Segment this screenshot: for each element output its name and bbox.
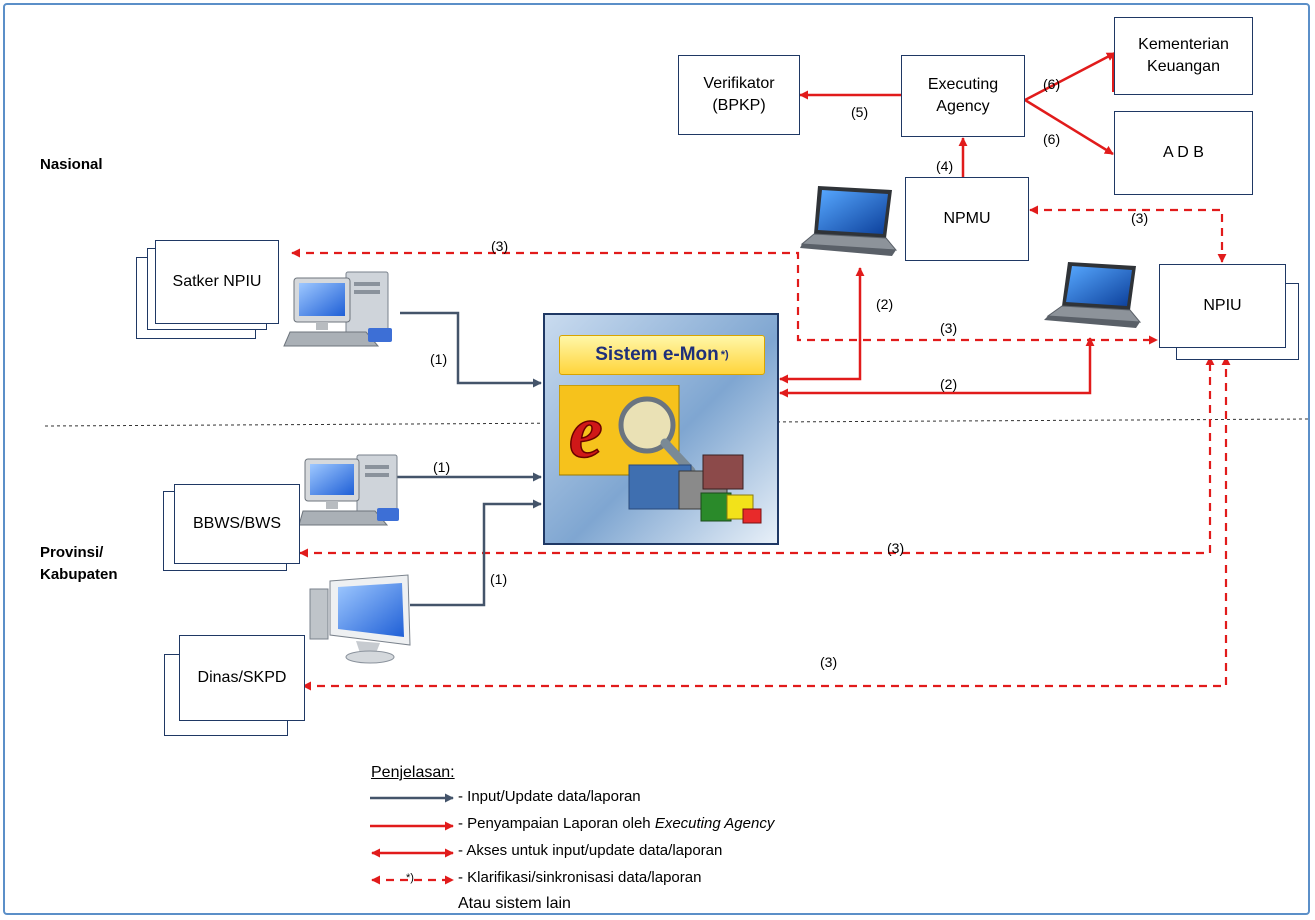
edge-label-3-dinas: (3) bbox=[820, 654, 838, 670]
arrow-npmu-npiu bbox=[1029, 205, 1227, 263]
legend-title: Penjelasan: bbox=[371, 764, 455, 781]
node-kementerian-keuangan: Kementerian Keuangan bbox=[1114, 17, 1253, 95]
region-label-national: Nasional bbox=[40, 156, 103, 173]
arrow-satker-input bbox=[400, 311, 542, 388]
arrow-emon-laptop1 bbox=[779, 267, 865, 384]
arrow-ea-to-adb bbox=[1024, 98, 1114, 156]
legend-item-report-text: - Penyampaian Laporan oleh bbox=[458, 815, 655, 832]
emon-system-panel: Sistem e-Mon*) e bbox=[543, 313, 779, 545]
edge-label-3-npiu: (3) bbox=[940, 320, 958, 336]
edge-label-1-satker: (1) bbox=[430, 351, 448, 367]
node-adb: A D B bbox=[1114, 111, 1253, 195]
edge-label-5: (5) bbox=[851, 104, 869, 120]
svg-text:e: e bbox=[569, 390, 603, 474]
arrow-emon-laptop2 bbox=[779, 337, 1095, 398]
node-npiu: NPIU bbox=[1159, 264, 1286, 348]
node-satker-npiu: Satker NPIU bbox=[155, 240, 279, 324]
diagram-frame bbox=[3, 3, 1310, 915]
legend-swatches bbox=[370, 793, 454, 885]
legend-item-sync: - Klarifikasi/sinkronisasi data/laporan bbox=[458, 869, 702, 886]
edge-label-2a: (2) bbox=[876, 296, 894, 312]
node-executing-agency: Executing Agency bbox=[901, 55, 1025, 137]
edge-label-1-dinas: (1) bbox=[490, 571, 508, 587]
edge-label-4: (4) bbox=[936, 158, 954, 174]
node-bbws: BBWS/BWS bbox=[174, 484, 300, 564]
edge-label-6b: (6) bbox=[1043, 131, 1061, 147]
edge-label-3-npmu: (3) bbox=[1131, 210, 1149, 226]
region-label-provincial: Provinsi/ Kabupaten bbox=[40, 544, 118, 583]
legend-item-report-italic: Executing Agency bbox=[654, 815, 775, 832]
legend-item-access: - Akses untuk input/update data/laporan bbox=[458, 842, 723, 859]
monitor-icon bbox=[309, 574, 411, 664]
e-magnifier-logo-icon: e bbox=[559, 385, 762, 524]
edge-label-1-bbws: (1) bbox=[433, 459, 451, 475]
node-verifikator: Verifikator (BPKP) bbox=[678, 55, 800, 135]
edge-label-2b: (2) bbox=[940, 376, 958, 392]
edge-label-3-satker: (3) bbox=[491, 238, 509, 254]
edge-label-6a: (6) bbox=[1043, 76, 1061, 92]
laptop-icon bbox=[800, 186, 898, 256]
emon-title-footnote-mark: *) bbox=[720, 349, 729, 361]
arrow-dinas-input bbox=[410, 499, 542, 607]
legend-item-input: - Input/Update data/laporan bbox=[458, 788, 641, 805]
desktop-computer-icon bbox=[283, 271, 392, 347]
desktop-computer-icon bbox=[298, 454, 399, 526]
laptop-icon bbox=[1044, 262, 1142, 328]
arrow-ea-to-kemenkeu bbox=[1024, 51, 1116, 102]
node-npmu: NPMU bbox=[905, 177, 1029, 261]
legend-item-report: - Penyampaian Laporan oleh Executing Age… bbox=[458, 815, 774, 832]
emon-title-text: Sistem e-Mon bbox=[595, 344, 719, 365]
legend-footnote: Atau sistem lain bbox=[458, 895, 571, 912]
legend-footnote-mark: *) bbox=[406, 872, 414, 884]
node-dinas: Dinas/SKPD bbox=[179, 635, 305, 721]
emon-system-title: Sistem e-Mon*) bbox=[559, 335, 765, 375]
edge-label-3-bbws: (3) bbox=[887, 540, 905, 556]
